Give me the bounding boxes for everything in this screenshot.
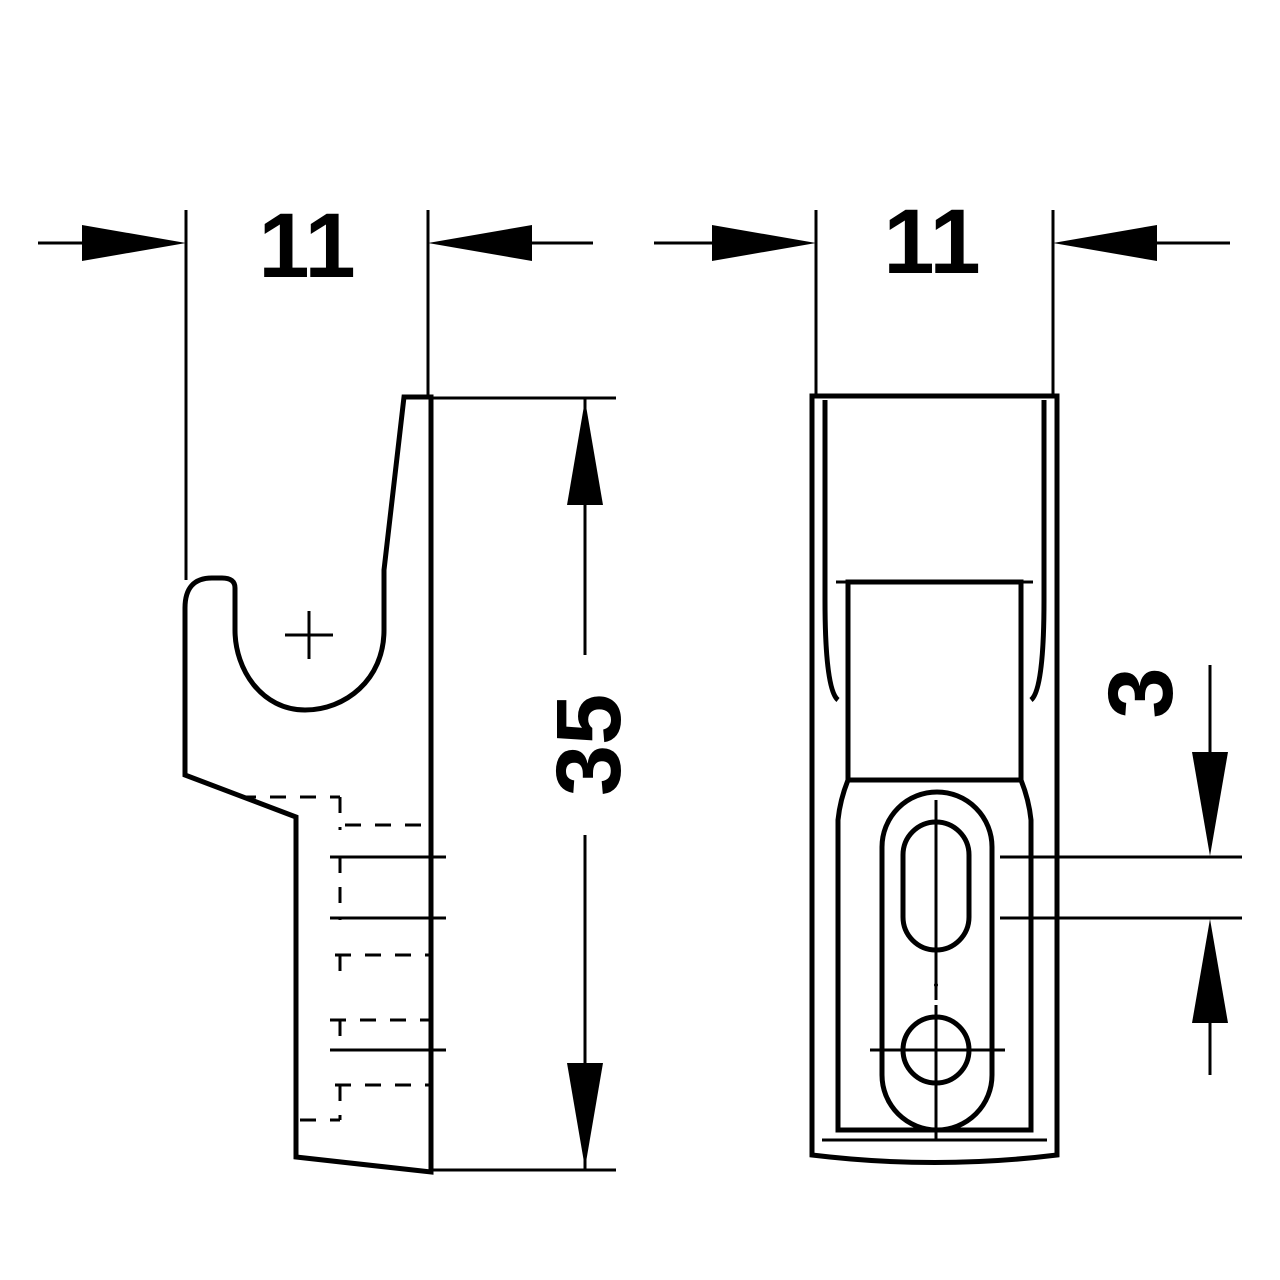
height-dimension: 35: [432, 396, 640, 1172]
front-width-dimension: 11: [654, 191, 1230, 293]
front-right-taper: [1029, 400, 1047, 702]
arrow-up-icon: [1192, 919, 1228, 1023]
side-view-outline: [182, 394, 434, 1175]
side-view-hidden-lines: [240, 795, 446, 1122]
front-tongue: [845, 579, 1024, 783]
arrow-down-icon: [567, 1063, 603, 1168]
side-view: 11 35: [38, 195, 640, 1175]
arrow-left-icon: [1053, 225, 1157, 261]
arrow-up-icon: [567, 400, 603, 505]
arrow-right-icon: [712, 225, 816, 261]
slot-offset-dimension: 3: [1000, 665, 1242, 1075]
arrow-down-icon: [1192, 752, 1228, 856]
side-width-label: 11: [258, 195, 355, 297]
hook-center-mark: [285, 611, 333, 659]
height-label: 35: [538, 694, 640, 796]
arrow-right-icon: [82, 225, 186, 261]
front-left-taper: [822, 400, 840, 702]
front-width-label: 11: [883, 191, 980, 293]
slot-offset-label: 3: [1090, 667, 1192, 718]
arrow-left-icon: [428, 225, 532, 261]
side-width-dimension: 11: [38, 195, 593, 297]
front-view: 11 3: [654, 191, 1242, 1165]
center-dot: [934, 983, 938, 987]
front-view-outline: [809, 393, 1060, 1165]
